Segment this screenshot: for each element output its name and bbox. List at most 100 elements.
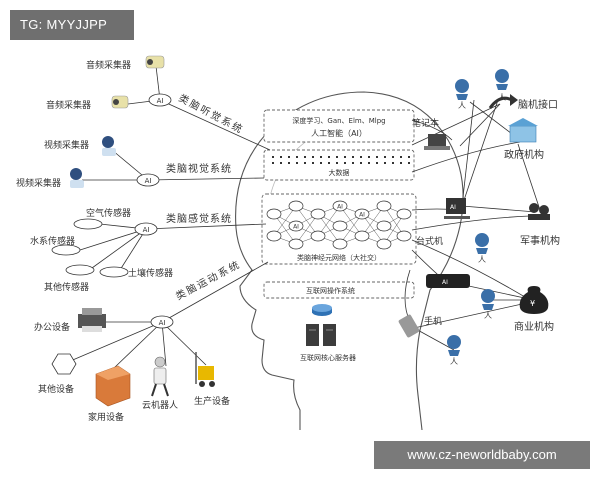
video-collector-1-label: 视频采集器: [44, 139, 89, 151]
government-icon: [508, 118, 538, 143]
other-device-label: 其他设备: [38, 383, 74, 395]
microphone-icon-1: [145, 55, 165, 69]
forklift-icon: [195, 352, 215, 387]
neural-link: [317, 213, 341, 245]
person-1-label: 人: [458, 101, 466, 110]
neural-node: [376, 238, 392, 250]
hub-vision-label: AI: [145, 177, 152, 185]
big-data-dot: [384, 156, 386, 158]
system-sensing-label: 类脑感觉系统: [166, 212, 232, 225]
neural-node: [396, 208, 412, 220]
person-icon-2: [495, 69, 509, 90]
head-outline: [235, 91, 464, 431]
air-sensor-label: 空气传感器: [86, 207, 131, 219]
neural-node: [396, 230, 412, 242]
big-data-dot: [328, 156, 330, 158]
neural-node: [376, 220, 392, 232]
big-data-dot: [312, 162, 314, 164]
box-icon: [95, 365, 131, 407]
audio-collector-1-label: 音频采集器: [86, 59, 131, 71]
neural-node: [332, 200, 348, 212]
hub-hearing-label: AI: [157, 97, 164, 105]
audio-collector-2-label: 音频采集器: [46, 99, 91, 111]
big-data-dot: [296, 162, 298, 164]
neural-node: [266, 208, 282, 220]
home-device-label: 家用设备: [88, 411, 124, 423]
big-data-dot: [376, 162, 378, 164]
big-data-dot: [408, 162, 410, 164]
military-icon: [528, 203, 550, 220]
internet-os-label: 互联网操作系统: [306, 286, 355, 295]
hub-hearing: AI: [148, 93, 172, 107]
big-data-dot: [400, 162, 402, 164]
desktop-ai-label: AI: [450, 204, 456, 211]
microphone-icon-2: [111, 95, 129, 109]
video-collector-2-label: 视频采集器: [16, 177, 61, 189]
neural-node: [288, 220, 304, 232]
watermark-tag: TG: MYYJJPP: [10, 10, 134, 40]
big-data-dot: [368, 162, 370, 164]
neural-link: [339, 205, 363, 237]
bci-label: 脑机接口: [518, 98, 558, 111]
big-data-dot: [272, 156, 274, 158]
ai-layer: [263, 109, 415, 143]
neural-node: [332, 220, 348, 232]
other-sensor-label: 其他传感器: [44, 281, 89, 293]
hub-sensing-label: AI: [143, 226, 150, 234]
big-data-dot: [368, 156, 370, 158]
system-vision-label: 类脑视觉系统: [166, 162, 232, 175]
neural-node: [288, 200, 304, 212]
core-server-label: 互联网核心服务器: [300, 353, 356, 362]
brain-interface-icon: [488, 94, 518, 109]
neural-link: [273, 213, 297, 245]
neural-link: [339, 213, 363, 245]
vr-glasses-icon: AI: [426, 274, 470, 288]
big-data-dot: [360, 162, 362, 164]
ai-label: 人工智能（AI）: [311, 128, 367, 138]
military-label: 军事机构: [520, 234, 560, 247]
neural-node-ai-label: AI: [293, 224, 299, 231]
hexagon-icon: [51, 353, 77, 375]
printer-icon: [78, 308, 106, 332]
big-data-dot: [344, 162, 346, 164]
neural-link: [295, 213, 319, 245]
neural-link: [383, 205, 405, 237]
watermark-site: www.cz-neworldbaby.com: [374, 441, 590, 469]
camera-icon-1: [102, 136, 116, 156]
neural-node: [376, 200, 392, 212]
neural-node-ai-label: AI: [337, 204, 343, 211]
big-data-dot: [312, 156, 314, 158]
deep-learning-label: 深度学习、Gan、Elm、Mlpg: [292, 116, 385, 125]
server-icon: [306, 324, 336, 346]
hub-motion-label: AI: [159, 319, 166, 327]
person-icon-4: [481, 289, 495, 310]
desktop-label: 台式机: [416, 235, 443, 247]
desktop-icon: AI: [444, 198, 470, 219]
air-sensor-node: [73, 218, 103, 230]
camera-icon-2: [70, 168, 84, 188]
money-symbol: ¥: [530, 299, 535, 308]
government-label: 政府机构: [504, 148, 544, 161]
big-data-dot: [272, 162, 274, 164]
production-device-label: 生产设备: [194, 395, 230, 407]
router-icon: [312, 304, 332, 316]
neural-network-label: 类脑神经元网络（大社交）: [297, 253, 381, 262]
neural-node: [354, 208, 370, 220]
other-sensor-node: [65, 264, 95, 276]
big-data-dot: [352, 162, 354, 164]
neural-node: [310, 208, 326, 220]
big-data-dot: [400, 156, 402, 158]
laptop-icon: [424, 134, 450, 150]
money-bag-icon: ¥: [519, 286, 549, 314]
hub-sensing: AI: [134, 222, 158, 236]
big-data-dot: [296, 156, 298, 158]
soil-sensor-node: [99, 266, 129, 278]
neural-node: [288, 238, 304, 250]
phone-label: 手机: [424, 315, 442, 327]
neural-link: [273, 205, 297, 237]
neural-link: [361, 205, 385, 237]
person-icon-5: [447, 335, 461, 356]
big-data-dot: [280, 162, 282, 164]
